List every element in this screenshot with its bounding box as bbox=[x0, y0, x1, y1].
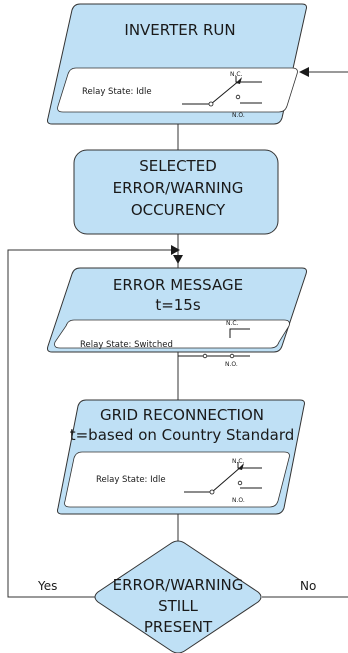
no-label: N.O. bbox=[232, 497, 245, 504]
decision-line1: ERROR/WARNING bbox=[113, 576, 244, 594]
relay-panel bbox=[57, 67, 298, 113]
step-grid-reconnection: GRID RECONNECTION t=based on Country Sta… bbox=[57, 399, 305, 515]
step-inverter-run: INVERTER RUN Relay State: Idle N.C. N.O. bbox=[47, 3, 307, 125]
grid-reconnection-line2: t=based on Country Standard bbox=[70, 426, 295, 444]
relay-switch-icon bbox=[184, 462, 262, 495]
yes-loop-line bbox=[7, 249, 174, 598]
error-message-line1: ERROR MESSAGE bbox=[113, 276, 243, 294]
arrowhead-down bbox=[173, 255, 183, 264]
relay-state-label: Relay State: Switched bbox=[80, 340, 173, 350]
relay-switch-icon bbox=[178, 328, 250, 359]
decision-line3: PRESENT bbox=[144, 618, 213, 636]
error-message-line2: t=15s bbox=[155, 296, 201, 314]
yes-label: Yes bbox=[37, 579, 57, 593]
selected-error-line3: OCCURENCY bbox=[131, 201, 226, 219]
selected-error-shape bbox=[73, 149, 279, 235]
no-label: N.O. bbox=[225, 361, 238, 368]
selected-error-line2: ERROR/WARNING bbox=[113, 179, 244, 197]
no-label: N.O. bbox=[232, 112, 245, 119]
relay-state-label: Relay State: Idle bbox=[82, 87, 152, 97]
decision-line2: STILL bbox=[158, 597, 198, 615]
relay-panel bbox=[54, 319, 290, 349]
feedback-arrowhead bbox=[299, 67, 309, 77]
step-selected-error: SELECTED ERROR/WARNING OCCURENCY bbox=[73, 149, 279, 235]
yes-loop-arrowhead bbox=[171, 245, 180, 255]
decision-still-present: ERROR/WARNING STILL PRESENT bbox=[94, 540, 262, 653]
relay-switch-icon bbox=[182, 76, 262, 107]
grid-reconnection-line1: GRID RECONNECTION bbox=[100, 406, 264, 424]
relay-state-label: Relay State: Idle bbox=[96, 475, 166, 485]
decision-shape bbox=[94, 540, 262, 653]
selected-error-line1: SELECTED bbox=[139, 157, 217, 175]
nc-label: N.C. bbox=[232, 458, 245, 465]
no-label: No bbox=[300, 579, 316, 593]
inverter-run-title: INVERTER RUN bbox=[124, 21, 235, 39]
step-error-message: ERROR MESSAGE t=15s Relay State: Switche… bbox=[47, 267, 307, 368]
relay-panel bbox=[64, 451, 290, 508]
nc-label: N.C. bbox=[230, 71, 243, 78]
nc-label: N.C. bbox=[226, 320, 239, 327]
